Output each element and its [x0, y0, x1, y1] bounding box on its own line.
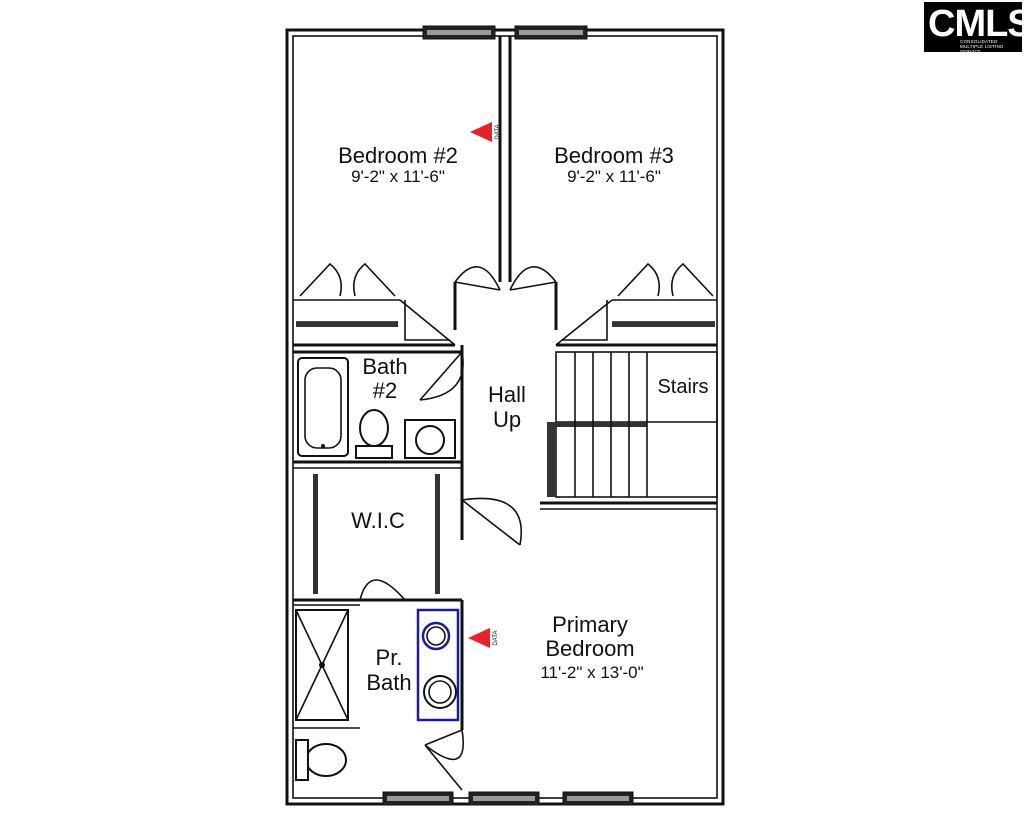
hall-label-line1: Hall — [488, 382, 526, 407]
bath2-label-line2: #2 — [373, 378, 397, 403]
toilet — [359, 409, 389, 447]
primary-bath-fixtures — [295, 608, 460, 781]
bedroom3-name: Bedroom #3 — [554, 143, 674, 168]
svg-text:DATA: DATA — [495, 124, 501, 139]
bedroom2-dims: 9'-2" x 11'-6" — [351, 167, 445, 186]
bathtub — [297, 357, 349, 457]
bedroom2-name: Bedroom #2 — [338, 143, 458, 168]
primary-bedroom-label-line1: Primary — [552, 612, 628, 637]
vanity — [416, 608, 460, 722]
logo-subtext: CONSOLIDATED MULTIPLE LISTING SERVICE — [960, 39, 1004, 54]
primary-toilet — [305, 743, 347, 777]
wic-shelves — [313, 474, 440, 594]
cmls-logo: CMLS CONSOLIDATED MULTIPLE LISTING SERVI… — [924, 2, 1024, 54]
stairs-label: Stairs — [657, 376, 708, 398]
primary-bath-label-line2: Bath — [366, 670, 411, 695]
bedroom3-dims: 9'-2" x 11'-6" — [567, 167, 661, 186]
windows — [382, 25, 634, 806]
svg-text:DATA: DATA — [493, 630, 499, 645]
data-marker-2: DATA — [468, 628, 499, 648]
primary-bath-label-line1: Pr. — [376, 645, 403, 670]
doors — [299, 262, 714, 791]
bath2-fixtures — [297, 357, 456, 459]
interior-walls — [293, 36, 717, 730]
logo-text: CMLS — [928, 3, 1024, 45]
primary-bedroom-dims: 11'-2" x 13'-0" — [540, 663, 643, 682]
stairs — [547, 351, 718, 498]
primary-bedroom-label-line2: Bedroom — [545, 636, 634, 661]
wic-label: W.I.C — [351, 508, 405, 533]
bath2-label-line1: Bath — [362, 354, 407, 379]
data-marker-1: DATA — [470, 122, 501, 142]
hall-label-line2: Up — [493, 407, 521, 432]
